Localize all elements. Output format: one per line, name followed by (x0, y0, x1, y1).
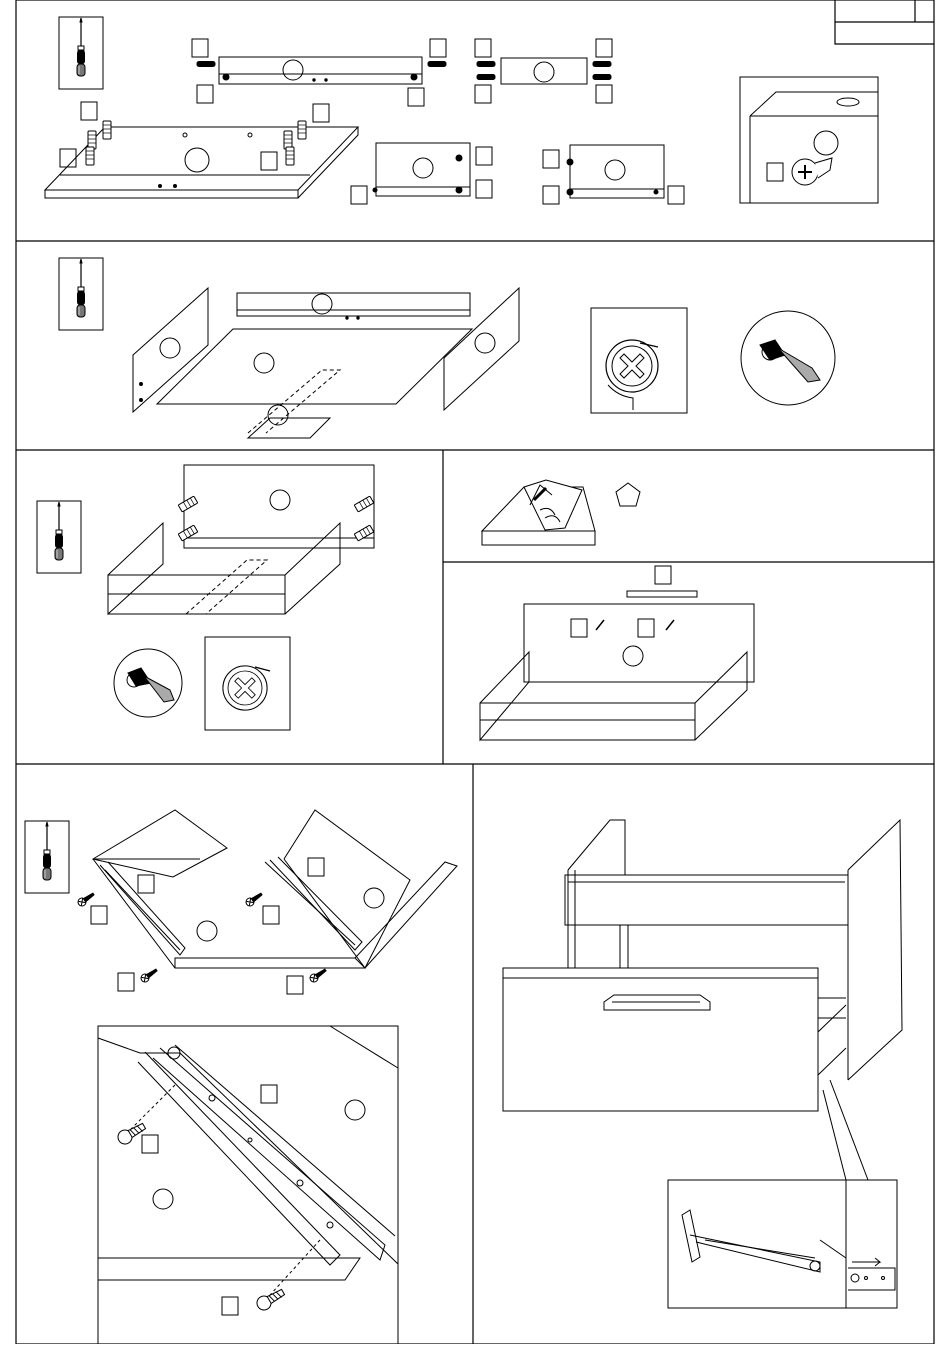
step-3 (37, 465, 374, 730)
step-1 (45, 17, 878, 204)
panel-borders (16, 0, 934, 1344)
screwdriver-icon (77, 18, 85, 76)
pentagon-icon (616, 483, 640, 506)
step-4 (482, 480, 640, 545)
step-2 (59, 258, 835, 438)
step-5 (480, 566, 754, 740)
step-6 (25, 810, 457, 1344)
dowel-icon (197, 62, 215, 67)
step-7 (503, 820, 902, 1308)
page-number-box (917, 0, 935, 22)
screw-icon (76, 891, 95, 908)
cam-lock-icon (606, 340, 658, 392)
